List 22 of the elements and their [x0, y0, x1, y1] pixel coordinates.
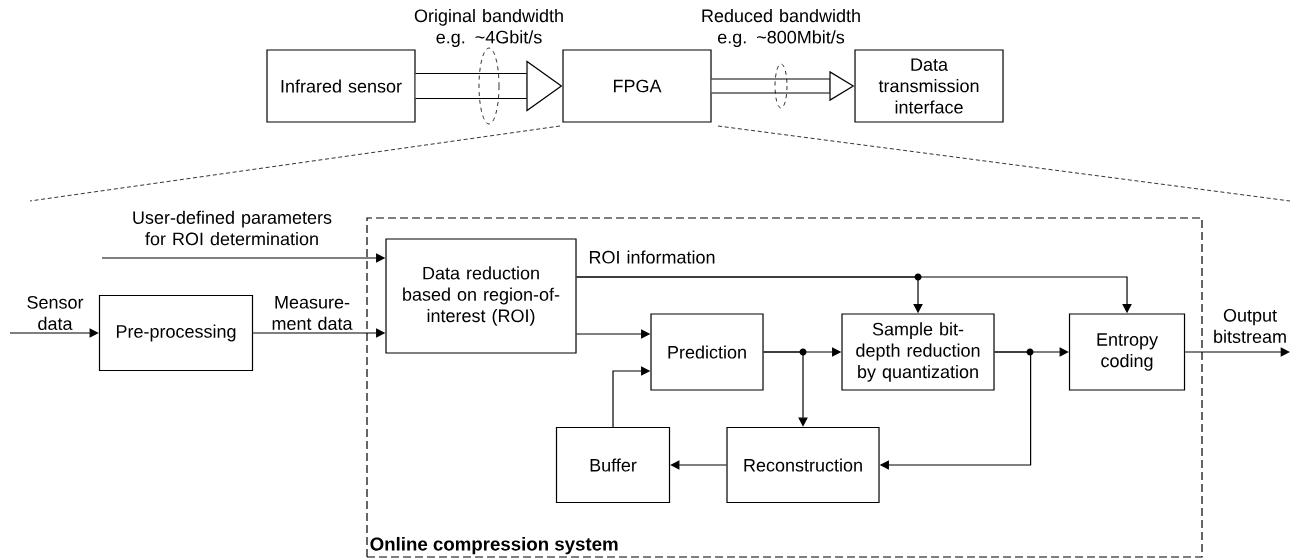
process-box: Pre-processing: [98, 294, 254, 372]
process-box: Reconstruction: [726, 426, 880, 504]
edge-label: Output bitstream: [1214, 308, 1286, 344]
process-box: Prediction: [650, 313, 764, 391]
frame-title: Online compression system: [370, 536, 618, 555]
edge-label: Sensor data: [27, 295, 84, 331]
edge-label: Original bandwidth e.g. ~4Gbit/s: [414, 8, 563, 48]
process-box: Data reduction based on region-of- interest (ROI): [385, 238, 577, 354]
process-box: Data transmission interface: [854, 49, 1004, 123]
arrow: [1184, 347, 1290, 357]
process-box: Infrared sensor: [266, 49, 416, 123]
edge-label: User-defined parameters for ROI determination: [133, 210, 332, 246]
arrow: [763, 351, 808, 427]
process-box: FPGA: [562, 49, 712, 123]
edge-label: Measure- ment data: [272, 296, 353, 330]
edge-label: Reduced bandwidth e.g. ~800Mbit/s: [702, 8, 860, 48]
arrow: [9, 328, 99, 338]
edge-label: ROI information: [589, 250, 715, 264]
process-box: Buffer: [555, 426, 671, 504]
process-box: Sample bit- depth reduction by quantization: [841, 313, 995, 391]
arrow: [670, 460, 727, 470]
process-box: Entropy coding: [1068, 313, 1186, 391]
